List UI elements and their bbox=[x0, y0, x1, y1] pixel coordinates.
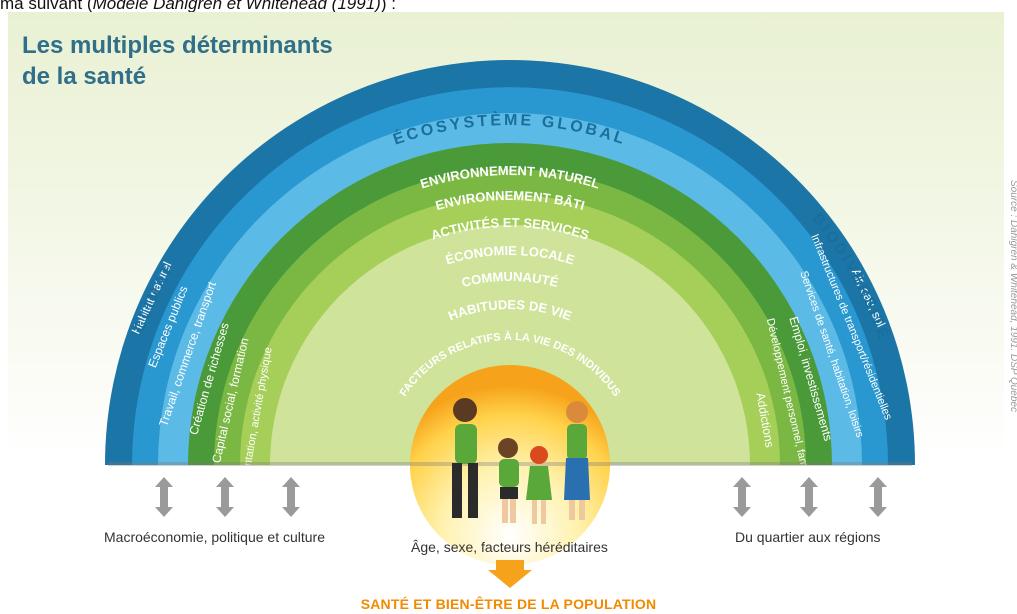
double-arrow-icon bbox=[216, 477, 234, 517]
source-note: Source : Dahlgren & Whitehead, 1991. DSP… bbox=[1008, 180, 1017, 412]
down-arrow-icon bbox=[488, 560, 532, 588]
ring-label-5: COMMUNAUTÉ bbox=[460, 269, 560, 290]
ring-band-7 bbox=[270, 225, 750, 465]
boy-figure bbox=[498, 438, 519, 523]
double-arrow-icon bbox=[869, 477, 887, 517]
arrows-group bbox=[155, 477, 887, 517]
macroeconomie-label: Macroéconomie, politique et culture bbox=[104, 529, 326, 545]
girl-figure bbox=[526, 446, 552, 524]
rings-group bbox=[105, 60, 915, 465]
mother-figure bbox=[564, 401, 590, 520]
main-title-line1: Les multiples déterminants bbox=[22, 32, 333, 59]
family-illustration-icon bbox=[452, 398, 590, 524]
double-arrow-icon bbox=[155, 477, 173, 517]
caption-model: Modèle Dahlgren et Whitehead (1991) bbox=[92, 0, 381, 13]
caption-prefix: ma suivant ( bbox=[0, 0, 93, 13]
caption-line: ma suivant (Modèle Dahlgren et Whitehead… bbox=[0, 0, 1017, 14]
main-title-line2: de la santé bbox=[22, 63, 147, 90]
main-title: Les multiples déterminants de la santé bbox=[22, 30, 333, 92]
double-arrow-icon bbox=[733, 477, 751, 517]
caption-suffix: ) : bbox=[380, 0, 396, 13]
age-sexe-label: Âge, sexe, facteurs héréditaires bbox=[411, 539, 608, 555]
sante-bien-etre-label: SANTÉ ET BIEN-ÊTRE DE LA POPULATION bbox=[360, 596, 657, 612]
double-arrow-icon bbox=[800, 477, 818, 517]
double-arrow-icon bbox=[282, 477, 300, 517]
quartier-regions-label: Du quartier aux régions bbox=[735, 529, 881, 545]
ring-label-path-5: COMMUNAUTÉ bbox=[460, 269, 560, 290]
father-figure bbox=[452, 398, 478, 518]
